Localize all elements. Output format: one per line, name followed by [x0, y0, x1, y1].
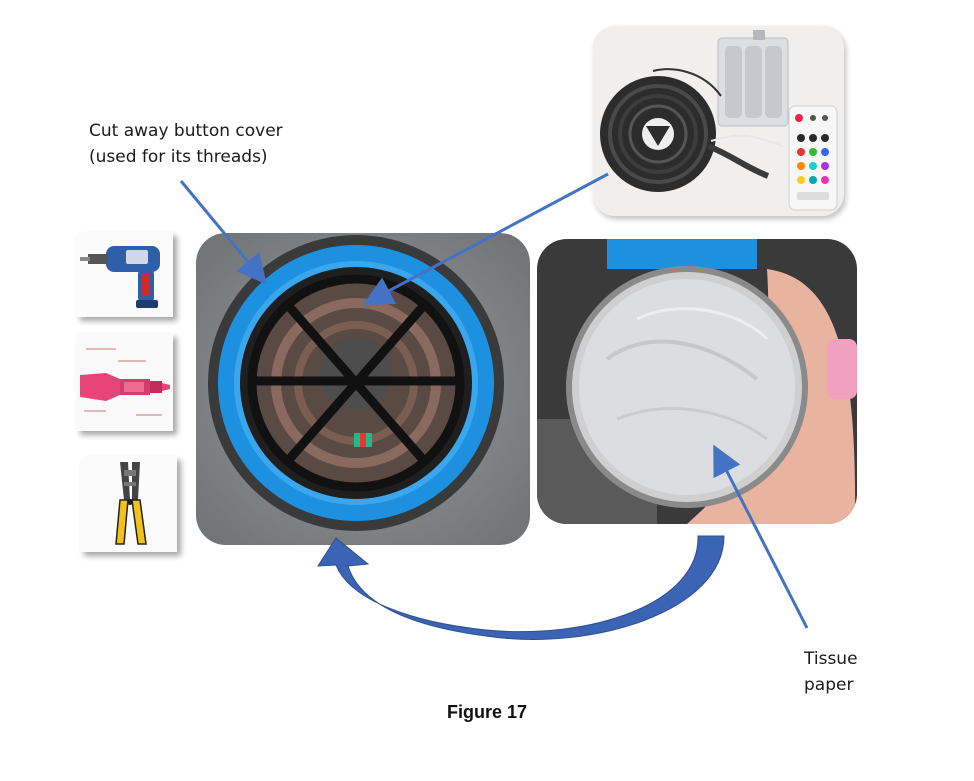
drill-thumbnail — [76, 232, 173, 317]
arrow-to-ring — [179, 180, 267, 285]
housing-photo — [196, 233, 530, 545]
led-strip-kit-photo — [593, 26, 844, 216]
tissue-paper-label-line1: Tissue — [804, 649, 858, 669]
curved-return-arrow — [317, 535, 725, 640]
connector-icon — [76, 333, 173, 431]
wire-stripper-icon — [115, 462, 147, 545]
arrow-to-threads — [362, 172, 609, 305]
connector-thumbnail — [76, 333, 173, 431]
arrow-to-tissue — [713, 444, 809, 629]
tissue-paper-label: Tissue paper — [804, 646, 858, 698]
button-cover-label: Cut away button cover (used for its thre… — [89, 118, 283, 170]
led-reel-icon — [600, 68, 784, 192]
figure-caption: Figure 17 — [446, 702, 528, 722]
wire-stripper-thumbnail — [80, 456, 177, 552]
button-cover-label-line2: (used for its threads) — [89, 147, 268, 167]
tissue-paper-label-line2: paper — [804, 675, 854, 695]
button-cover-label-line1: Cut away button cover — [89, 121, 283, 141]
drill-icon — [80, 246, 160, 308]
battery-box-icon — [717, 30, 789, 127]
tissue-paper-photo — [537, 239, 857, 524]
remote-control-icon — [788, 105, 838, 211]
